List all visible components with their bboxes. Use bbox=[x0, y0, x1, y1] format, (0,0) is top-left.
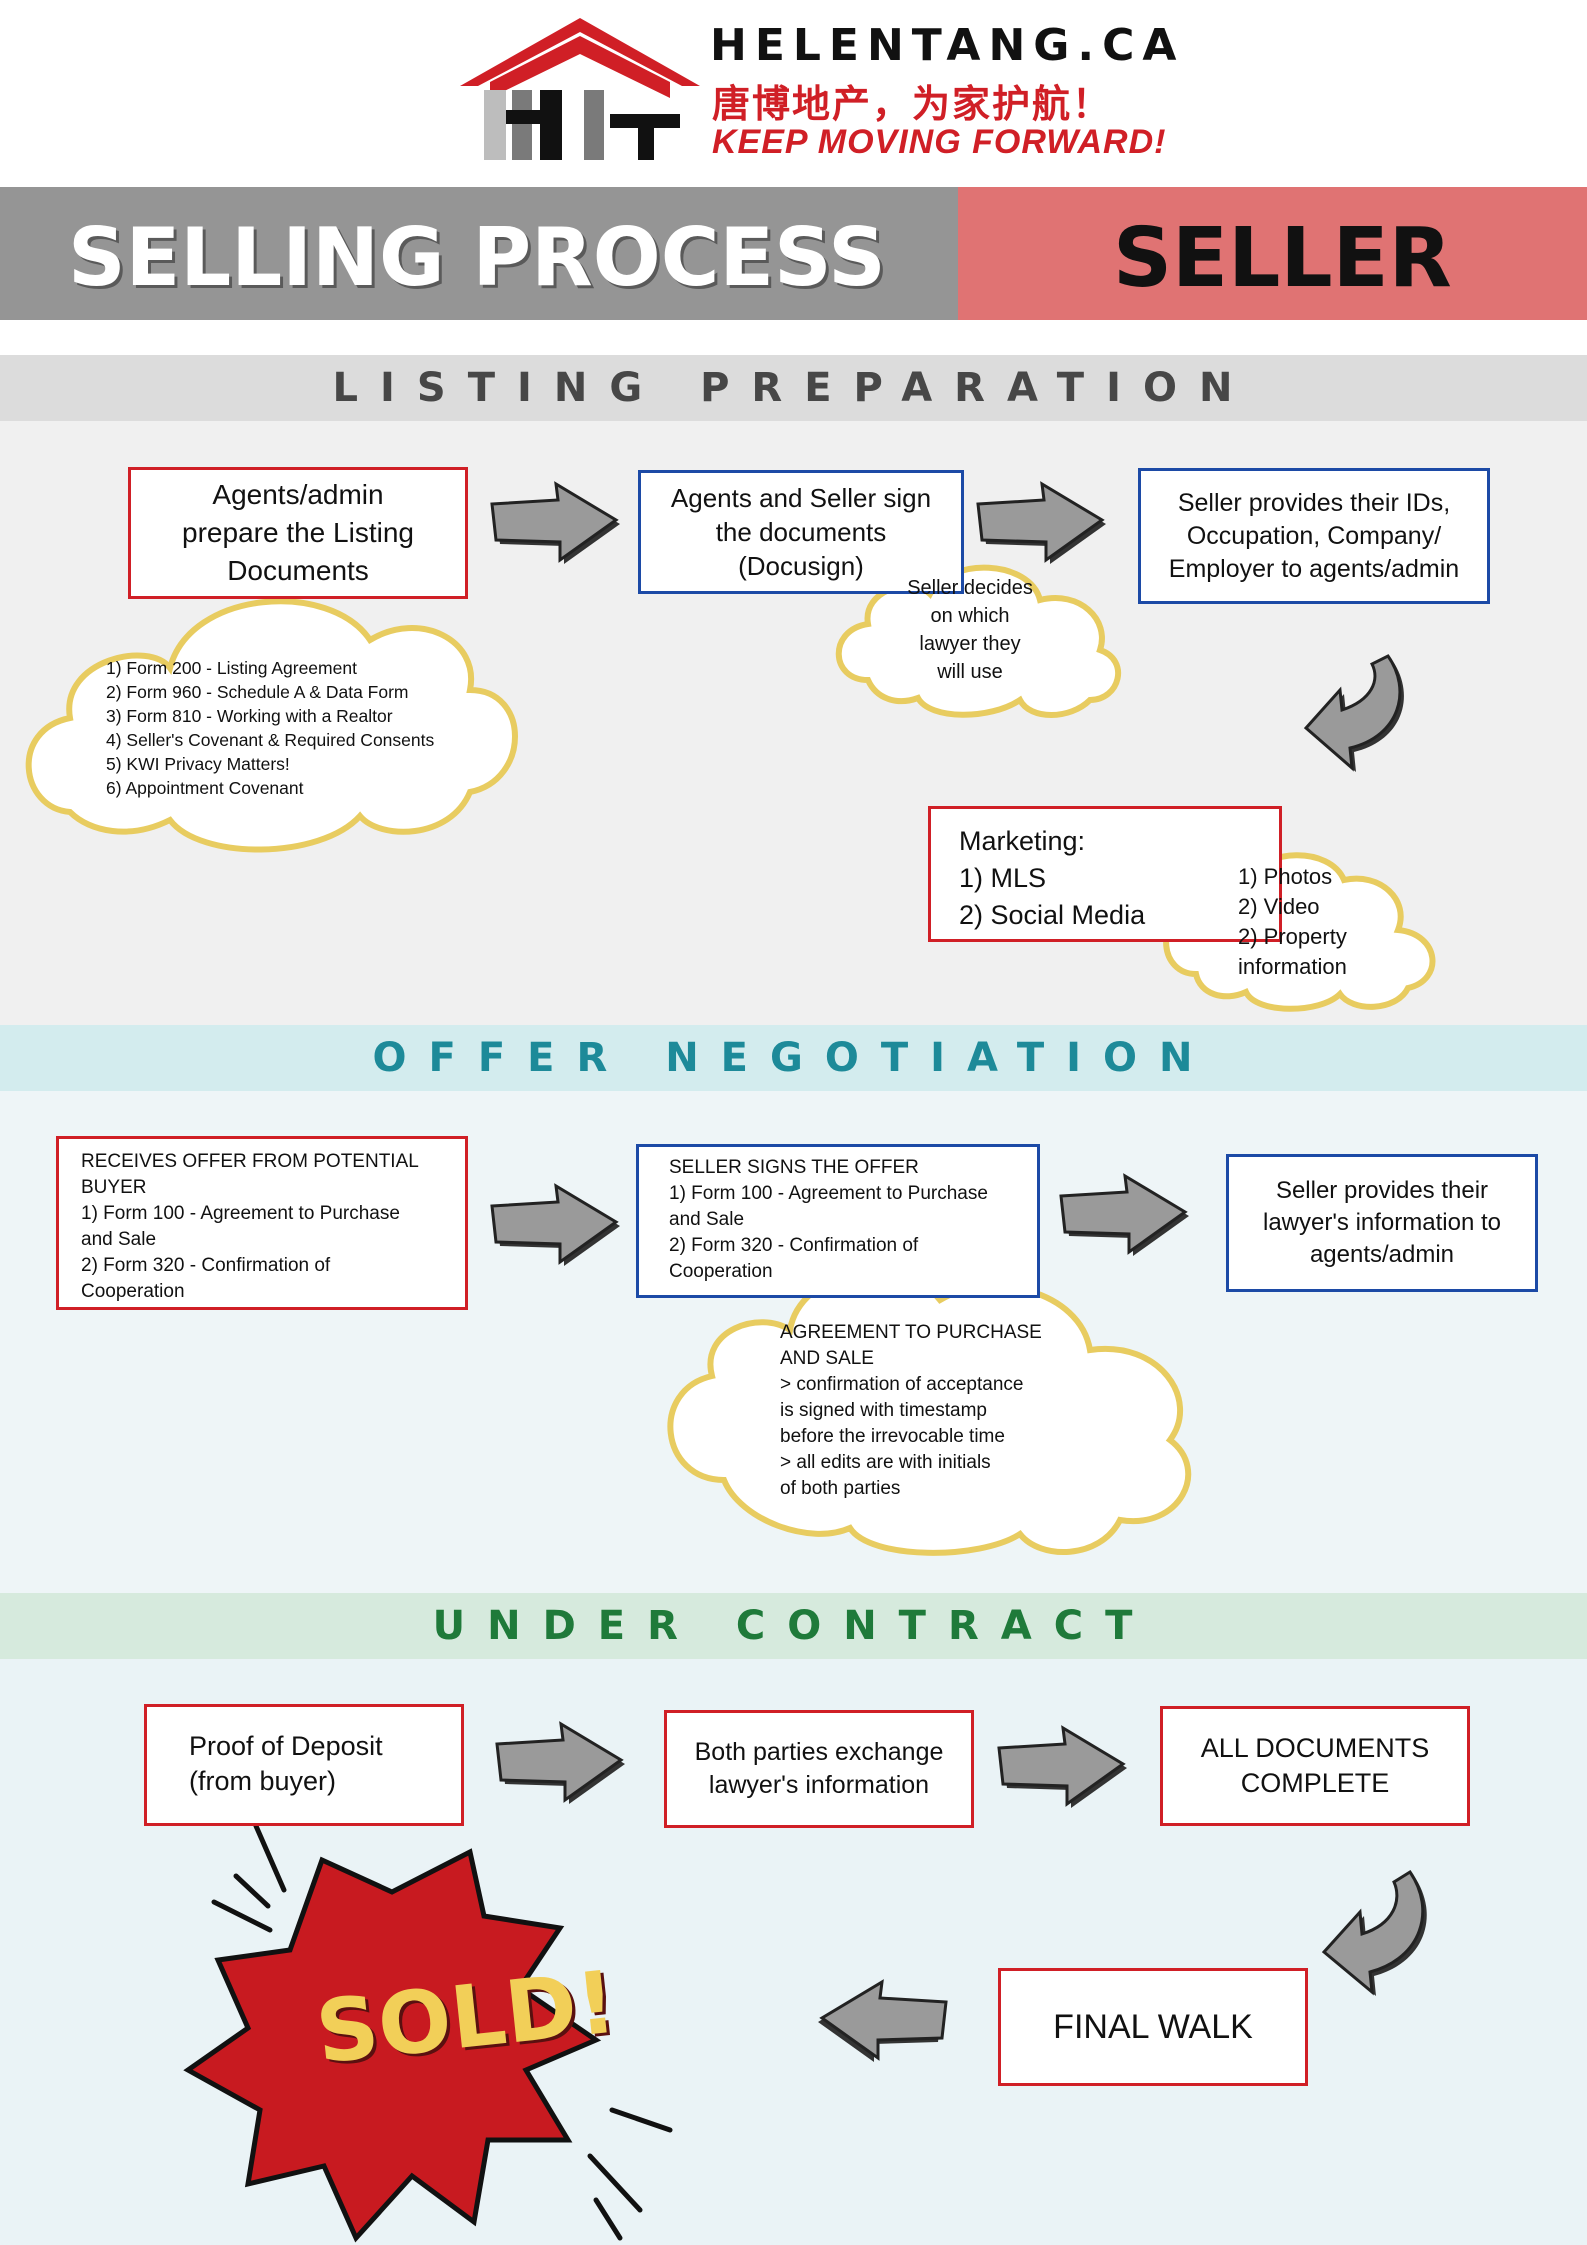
listing-step-marketing-text: Marketing: 1) MLS 2) Social Media bbox=[959, 826, 1146, 930]
right-arrow-icon bbox=[490, 1184, 622, 1268]
contract-step-final-walk: FINAL WALK bbox=[998, 1968, 1308, 2086]
offer-step-provide-lawyer: Seller provides their lawyer's informati… bbox=[1226, 1154, 1538, 1292]
listing-forms-list: 1) Form 200 - Listing Agreement 2) Form … bbox=[106, 658, 435, 798]
listing-lawyer-note: Seller decides on which lawyer they will… bbox=[907, 577, 1033, 683]
offer-step-receive-offer: RECEIVES OFFER FROM POTENTIAL BUYER 1) F… bbox=[56, 1136, 468, 1310]
right-arrow-icon bbox=[490, 482, 622, 566]
offer-step-provide-lawyer-text: Seller provides their lawyer's informati… bbox=[1262, 1177, 1501, 1268]
brand-chinese-slogan: 唐博地产，为家护航！ bbox=[712, 82, 1113, 126]
cloud-icon bbox=[25, 564, 1436, 1556]
contract-step-documents-complete-text: ALL DOCUMENTS COMPLETE bbox=[1200, 1733, 1430, 1798]
offer-step-seller-signs: SELLER SIGNS THE OFFER 1) Form 100 - Agr… bbox=[636, 1144, 1040, 1298]
curved-arrow-icon bbox=[1303, 654, 1404, 772]
banner-title: SELLING PROCESS bbox=[0, 187, 958, 320]
right-arrow-icon bbox=[997, 1726, 1129, 1810]
listing-step-provide-ids-text: Seller provides their IDs, Occupation, C… bbox=[1168, 488, 1460, 583]
brand-header: HELENTANG.CA 唐博地产，为家护航！ KEEP MOVING FORW… bbox=[460, 18, 1180, 168]
brand-slogan: KEEP MOVING FORWARD! bbox=[712, 123, 1167, 161]
offer-step-seller-signs-text: SELLER SIGNS THE OFFER 1) Form 100 - Agr… bbox=[669, 1157, 988, 1282]
agreement-notes: AGREEMENT TO PURCHASE AND SALE > confirm… bbox=[780, 1322, 1042, 1499]
listing-step-sign-documents-text: Agents and Seller sign the documents (Do… bbox=[670, 483, 932, 581]
right-arrow-icon bbox=[976, 482, 1108, 566]
brand-name: HELENTANG.CA bbox=[710, 20, 1185, 71]
left-arrow-icon bbox=[816, 1980, 948, 2064]
contract-step-exchange-lawyer: Both parties exchange lawyer's informati… bbox=[664, 1710, 974, 1828]
banner-title-text: SELLING PROCESS bbox=[68, 211, 886, 304]
right-arrow-icon bbox=[495, 1722, 627, 1806]
listing-step-prepare-documents: Agents/admin prepare the Listing Documen… bbox=[128, 467, 468, 599]
contract-section-title: UNDER CONTRACT bbox=[0, 1593, 1587, 1659]
offer-section-title: OFFER NEGOTIATION bbox=[0, 1025, 1587, 1091]
listing-section-title: LISTING PREPARATION bbox=[0, 355, 1587, 421]
house-logo-icon bbox=[460, 18, 700, 160]
listing-step-provide-ids: Seller provides their IDs, Occupation, C… bbox=[1138, 468, 1490, 604]
banner-role: SELLER bbox=[958, 187, 1587, 320]
contract-step-documents-complete: ALL DOCUMENTS COMPLETE bbox=[1160, 1706, 1470, 1826]
contract-step-exchange-lawyer-text: Both parties exchange lawyer's informati… bbox=[694, 1738, 944, 1799]
offer-step-receive-offer-text: RECEIVES OFFER FROM POTENTIAL BUYER 1) F… bbox=[81, 1151, 419, 1302]
listing-step-marketing: Marketing: 1) MLS 2) Social Media bbox=[928, 806, 1282, 942]
contract-step-proof-deposit: Proof of Deposit (from buyer) bbox=[144, 1704, 464, 1826]
banner-role-text: SELLER bbox=[1113, 211, 1452, 306]
marketing-media-list: 1) Photos 2) Video 2) Property informati… bbox=[1238, 864, 1347, 979]
listing-step-sign-documents: Agents and Seller sign the documents (Do… bbox=[638, 470, 964, 594]
contract-step-proof-deposit-text: Proof of Deposit (from buyer) bbox=[189, 1731, 383, 1796]
listing-step-prepare-documents-text: Agents/admin prepare the Listing Documen… bbox=[182, 479, 414, 586]
contract-step-final-walk-text: FINAL WALK bbox=[1053, 2008, 1253, 2046]
curved-arrow-icon bbox=[1321, 1869, 1427, 1996]
starburst-icon bbox=[183, 1823, 673, 2243]
right-arrow-icon bbox=[1059, 1174, 1191, 1258]
